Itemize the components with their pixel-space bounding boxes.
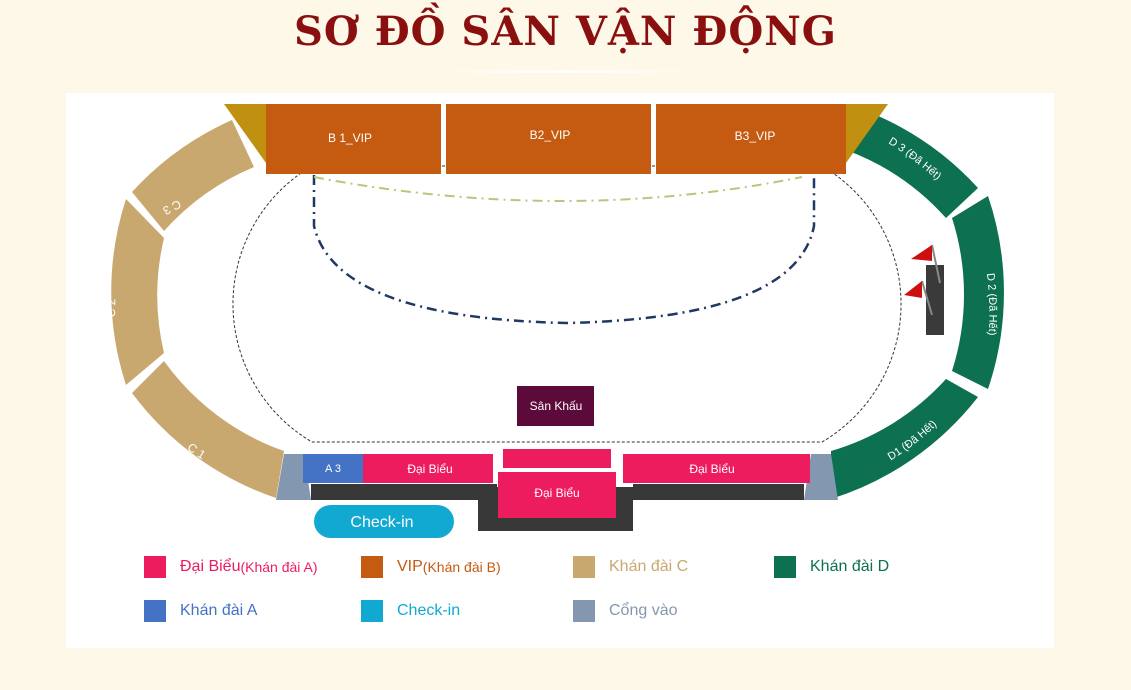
stadium-map: B 1_VIP B2_VIP B3_VIP A 3 Đại Biểu Đại B… [104,104,1004,538]
label-dai-bieu-right: Đại Biểu [689,462,734,476]
flag-bottom-icon [904,281,922,298]
stadium-panel: B 1_VIP B2_VIP B3_VIP A 3 Đại Biểu Đại B… [66,93,1054,648]
legend-cong-vao: Cổng vào [573,600,678,622]
flag-top-icon [911,245,932,261]
flag-pole-top [931,244,941,284]
stage[interactable] [517,386,594,426]
legend-vip: VIP (Khán đài B) [361,556,501,578]
label-b2: B2_VIP [530,128,571,142]
legend-label-khan-dai-d: Khán đài D [810,558,890,575]
section-d3[interactable] [846,115,978,218]
running-track [232,165,902,443]
field-boundary-line [312,175,816,325]
gate-right[interactable] [804,454,838,500]
title-underline [420,70,710,73]
gate-left[interactable] [276,454,311,500]
legend-khan-dai-a: Khán đài A [144,600,257,622]
legend-swatch-khan-dai-a [144,600,166,622]
legend-sub-vip: (Khán đài B) [422,559,501,575]
checkin-area[interactable] [314,505,454,538]
label-a3: A 3 [325,463,341,475]
flag-pole-bottom [921,280,933,316]
label-c2: C 2 [104,298,118,317]
section-dai-bieu-left[interactable] [363,454,493,483]
legend-label-cong-vao: Cổng vào [609,602,678,619]
legend-dai-bieu: Đại Biểu (Khán đài A) [144,556,318,578]
legend-swatch-cong-vao [573,600,595,622]
legend-label-vip: VIP [397,558,423,575]
legend-sub-dai-bieu: (Khán đài A) [240,559,318,575]
section-d1[interactable] [831,379,978,499]
legend-khan-dai-c: Khán đài C [573,556,688,578]
legend-label-checkin: Check-in [397,602,461,619]
label-checkin: Check-in [350,514,413,531]
field-arc-line [313,176,803,202]
section-c1[interactable] [132,361,284,498]
section-dai-bieu-center[interactable] [498,472,616,518]
legend-label-khan-dai-a: Khán đài A [180,602,258,619]
legend-swatch-checkin [361,600,383,622]
flag-post [926,265,944,335]
label-b1: B 1_VIP [328,131,372,145]
legend-swatch-dai-bieu [144,556,166,578]
section-c2[interactable] [111,199,164,385]
section-b1[interactable] [266,104,441,174]
section-b2[interactable] [446,104,651,174]
section-c3[interactable] [132,120,254,231]
section-dai-bieu-right[interactable] [623,454,810,483]
section-a3[interactable] [303,454,363,483]
section-d2[interactable] [952,196,1004,389]
legend-khan-dai-d: Khán đài D [774,556,889,578]
corner-right [846,104,888,163]
label-dai-bieu-left: Đại Biểu [407,462,452,476]
legend-swatch-vip [361,556,383,578]
legend-label-dai-bieu: Đại Biểu [180,558,241,575]
label-san-khau: Sân Khấu [530,399,583,413]
legend-swatch-khan-dai-c [573,556,595,578]
label-d2: D 2 (Đã Hết) [984,272,999,335]
corner-left [224,104,266,163]
legend-checkin: Check-in [361,600,460,622]
legend-swatch-khan-dai-d [774,556,796,578]
section-dai-bieu-top[interactable] [503,449,611,468]
section-b3[interactable] [656,104,846,174]
page-title: SƠ ĐỒ SÂN VẬN ĐỘNG [294,8,837,55]
label-b3: B3_VIP [735,129,776,143]
label-dai-bieu-center: Đại Biểu [534,486,579,500]
label-d2-wrap: D 2 (Đã Hết) [984,272,999,335]
legend-label-khan-dai-c: Khán đài C [609,558,689,575]
label-c2-wrap: C 2 [104,298,118,317]
